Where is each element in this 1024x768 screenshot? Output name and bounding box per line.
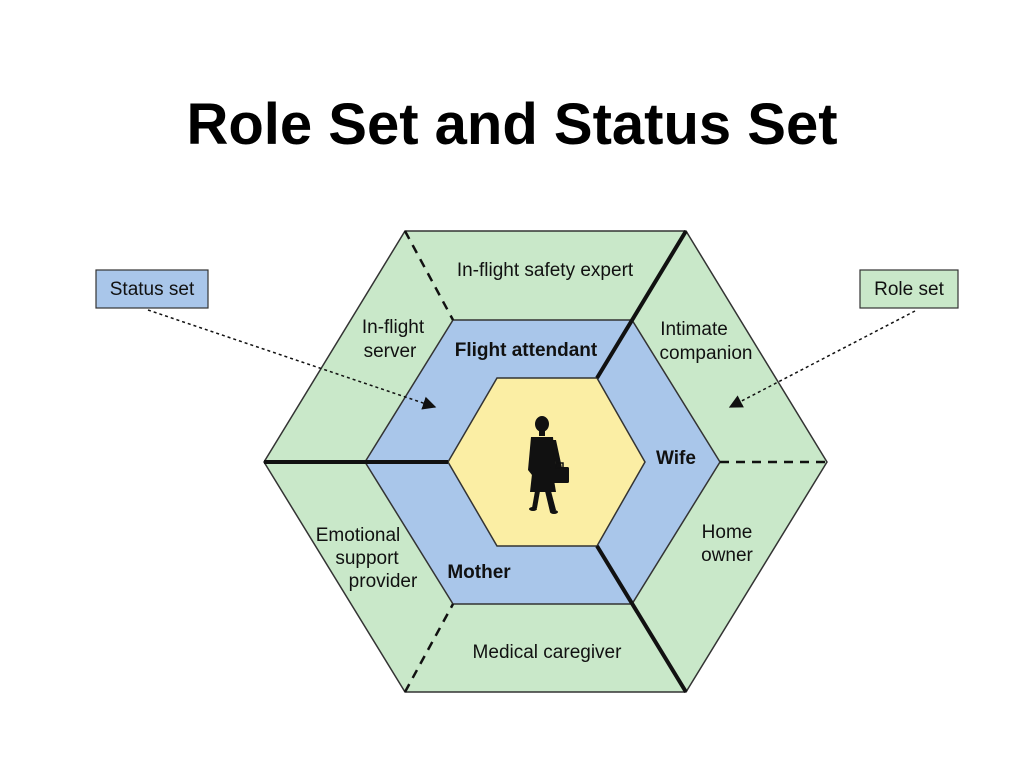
dashed-divider-lower-left xyxy=(403,603,455,693)
role-home-owner-line1: Home xyxy=(702,522,753,543)
role-emotional-support-line1: Emotional xyxy=(316,525,401,546)
status-mother: Mother xyxy=(447,562,511,583)
role-home-owner-line2: owner xyxy=(701,545,753,566)
role-set-arrow xyxy=(728,310,916,408)
status-flight-attendant: Flight attendant xyxy=(455,340,598,361)
divider-lower-right xyxy=(595,544,688,694)
role-set-label: Role set xyxy=(874,279,944,300)
status-wife: Wife xyxy=(656,448,696,469)
dashed-divider-upper-left xyxy=(403,230,455,321)
role-inflight-server-line1: In-flight xyxy=(362,317,425,338)
role-emotional-support-line3: provider xyxy=(349,571,418,592)
status-set-box xyxy=(95,269,209,309)
page-title: Role Set and Status Set xyxy=(186,92,838,157)
role-set-box xyxy=(859,269,959,309)
status-set-arrow xyxy=(147,309,437,410)
role-medical-caregiver: Medical caregiver xyxy=(473,642,623,663)
role-inflight-server-line2: server xyxy=(364,341,417,362)
role-emotional-support-line2: support xyxy=(335,548,399,569)
role-intimate-companion-line1: Intimate xyxy=(660,319,728,340)
businesswoman-with-briefcase-icon xyxy=(528,416,569,514)
status-set-label: Status set xyxy=(110,279,195,300)
role-intimate-companion-line2: companion xyxy=(660,343,753,364)
role-inflight-safety-expert: In-flight safety expert xyxy=(457,260,634,281)
divider-upper-right xyxy=(595,229,688,380)
